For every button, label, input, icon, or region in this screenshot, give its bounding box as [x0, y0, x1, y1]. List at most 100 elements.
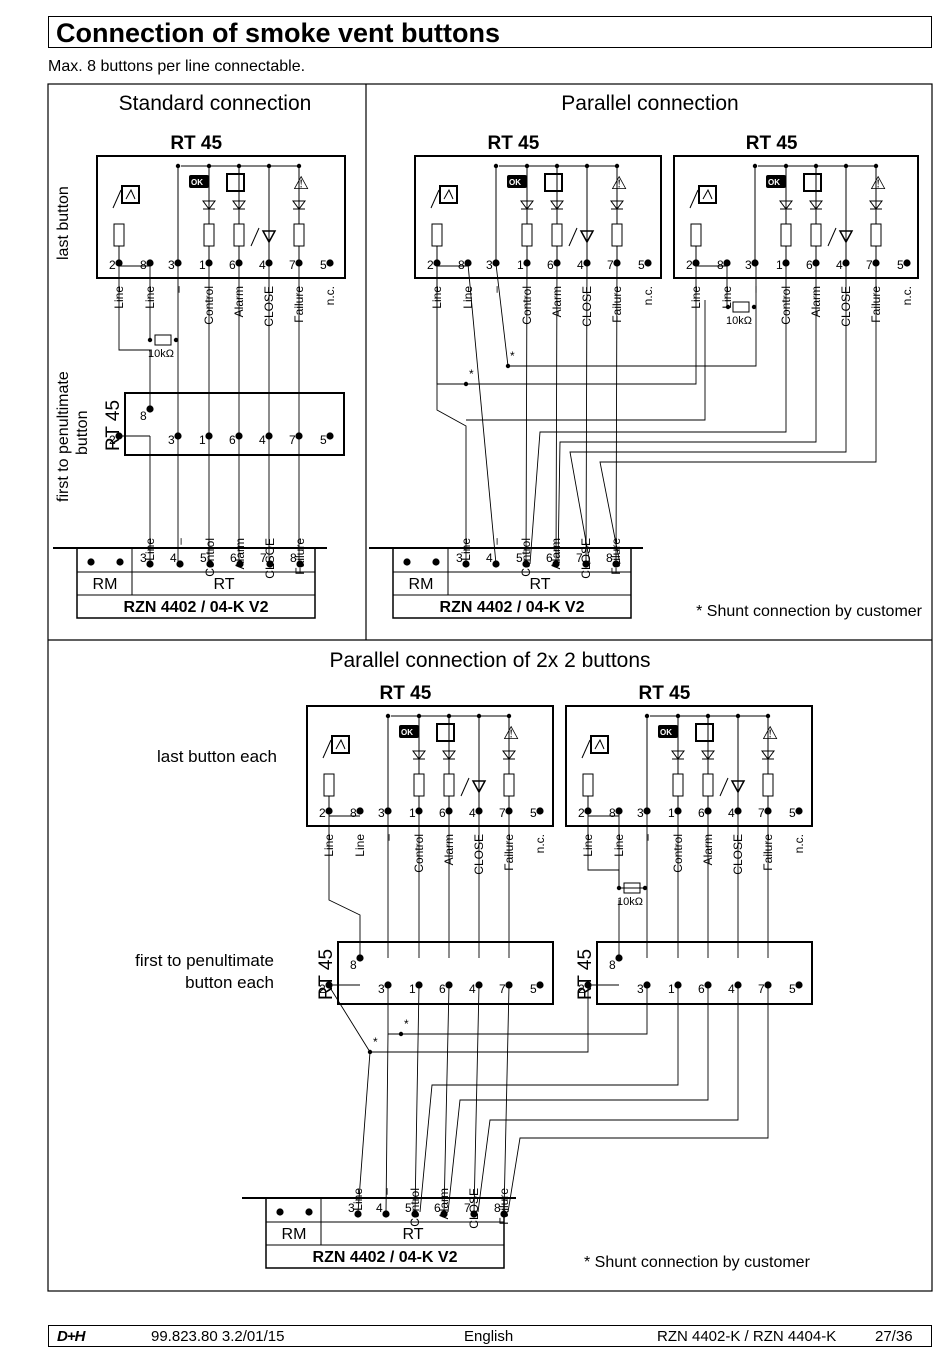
rt-label: RT [213, 576, 234, 593]
terminal-number: 2 [319, 982, 326, 996]
footer-product: RZN 4402-K / RZN 4404-K [657, 1328, 837, 1345]
terminal-number: 3 [140, 551, 147, 565]
terminal-dot [116, 558, 124, 566]
rm-label: RM [282, 1226, 307, 1243]
terminal-number: 2 [109, 433, 116, 447]
terminal-number: 7 [866, 258, 873, 272]
terminal-number: 3 [637, 982, 644, 996]
wire [507, 986, 769, 1213]
resistor-component [113, 223, 125, 247]
terminal-dot [723, 259, 731, 267]
rt45-box [565, 705, 813, 827]
terminal-number: 8 [290, 551, 297, 565]
rt45-title: RT 45 [488, 133, 540, 154]
wire [726, 264, 730, 308]
terminal-number: 6 [547, 258, 554, 272]
terminal-number: 4 [259, 258, 266, 272]
terminal-dot [644, 259, 652, 267]
rt45-penultimate-box [124, 392, 345, 456]
terminal-dot [445, 981, 453, 989]
wire [447, 986, 709, 1213]
terminal-dot [903, 259, 911, 267]
ok-icon [399, 725, 419, 738]
switch-icon [460, 777, 470, 797]
resistor-label: 10kΩ [148, 348, 174, 360]
terminal-number: 4 [469, 982, 476, 996]
resistor-component [233, 223, 245, 247]
resistor-10k [732, 301, 750, 313]
terminal-dot [296, 560, 304, 568]
terminal-dot [236, 560, 244, 568]
terminal-label: – [489, 286, 503, 293]
terminal-number: 7 [607, 258, 614, 272]
terminal-dot [500, 1210, 508, 1218]
panel-model-label: RZN 4402 / 04-K V2 [440, 599, 585, 616]
terminal-number: 6 [806, 258, 813, 272]
terminal-number: 1 [668, 982, 675, 996]
terminal-dot [440, 1210, 448, 1218]
terminal-number: 8 [350, 806, 357, 820]
terminal-dot [176, 560, 184, 568]
terminal-number: 7 [758, 982, 765, 996]
terminal-dot [354, 1210, 362, 1218]
terminal-number: 2 [427, 258, 434, 272]
smoke-vent-icon [594, 738, 605, 750]
terminal-number: 6 [229, 258, 236, 272]
terminal-label: n.c. [533, 834, 547, 853]
resistor-component [780, 223, 792, 247]
wire [525, 263, 618, 565]
terminal-number: 7 [758, 806, 765, 820]
smoke-vent-icon [443, 188, 454, 200]
terminal-number: 1 [517, 258, 524, 272]
terminal-number: 1 [199, 433, 206, 447]
terminal-number: 8 [140, 258, 147, 272]
switch-icon [112, 189, 122, 209]
terminal-number: 3 [378, 982, 385, 996]
resistor-component [762, 773, 774, 797]
resistor-component [810, 223, 822, 247]
terminal-dot [87, 558, 95, 566]
ok-icon [766, 175, 786, 188]
terminal-number: 1 [668, 806, 675, 820]
resistor-label: 10kΩ [617, 896, 643, 908]
ok-icon: OK [401, 728, 413, 737]
label-button-each: button each [185, 973, 274, 992]
rt45-box [673, 155, 919, 279]
wire [357, 1033, 389, 1213]
terminal-number: 6 [698, 982, 705, 996]
terminal-number: 7 [464, 1201, 471, 1215]
shunt-mark: * [373, 1035, 378, 1049]
switch-icon [827, 227, 837, 247]
terminal-number: 5 [405, 1201, 412, 1215]
terminal-number: 8 [717, 258, 724, 272]
terminal-dot [432, 558, 440, 566]
terminal-number: 4 [486, 551, 493, 565]
shunt-note-top: * Shunt connection by customer [696, 603, 923, 620]
terminal-dot [206, 560, 214, 568]
terminal-number: 7 [576, 551, 583, 565]
rzn-panel [265, 1197, 505, 1269]
resistor-component [323, 773, 335, 797]
terminal-dot [403, 558, 411, 566]
terminal-dot [326, 432, 334, 440]
smoke-vent-icon [803, 173, 822, 192]
terminal-label: Line [353, 834, 367, 857]
switch-icon [719, 777, 729, 797]
resistor-component [521, 223, 533, 247]
terminal-dot [643, 981, 651, 989]
terminal-dot [795, 981, 803, 989]
shunt-mark: * [510, 349, 515, 363]
resistor-10k [154, 334, 172, 346]
wire [557, 264, 817, 565]
ok-icon [189, 175, 209, 188]
rt45-title: RT 45 [380, 683, 432, 704]
section-title-parallel-2x2: Parallel connection of 2x 2 buttons [329, 649, 650, 672]
resistor-label: 10kΩ [726, 315, 752, 327]
terminal-dot [326, 259, 334, 267]
terminal-number: 8 [606, 551, 613, 565]
rzn-panel [392, 547, 632, 619]
resistor-component [551, 223, 563, 247]
rm-label: RM [409, 576, 434, 593]
resistor-component [293, 223, 305, 247]
warning-icon: ⚠ [293, 173, 309, 193]
